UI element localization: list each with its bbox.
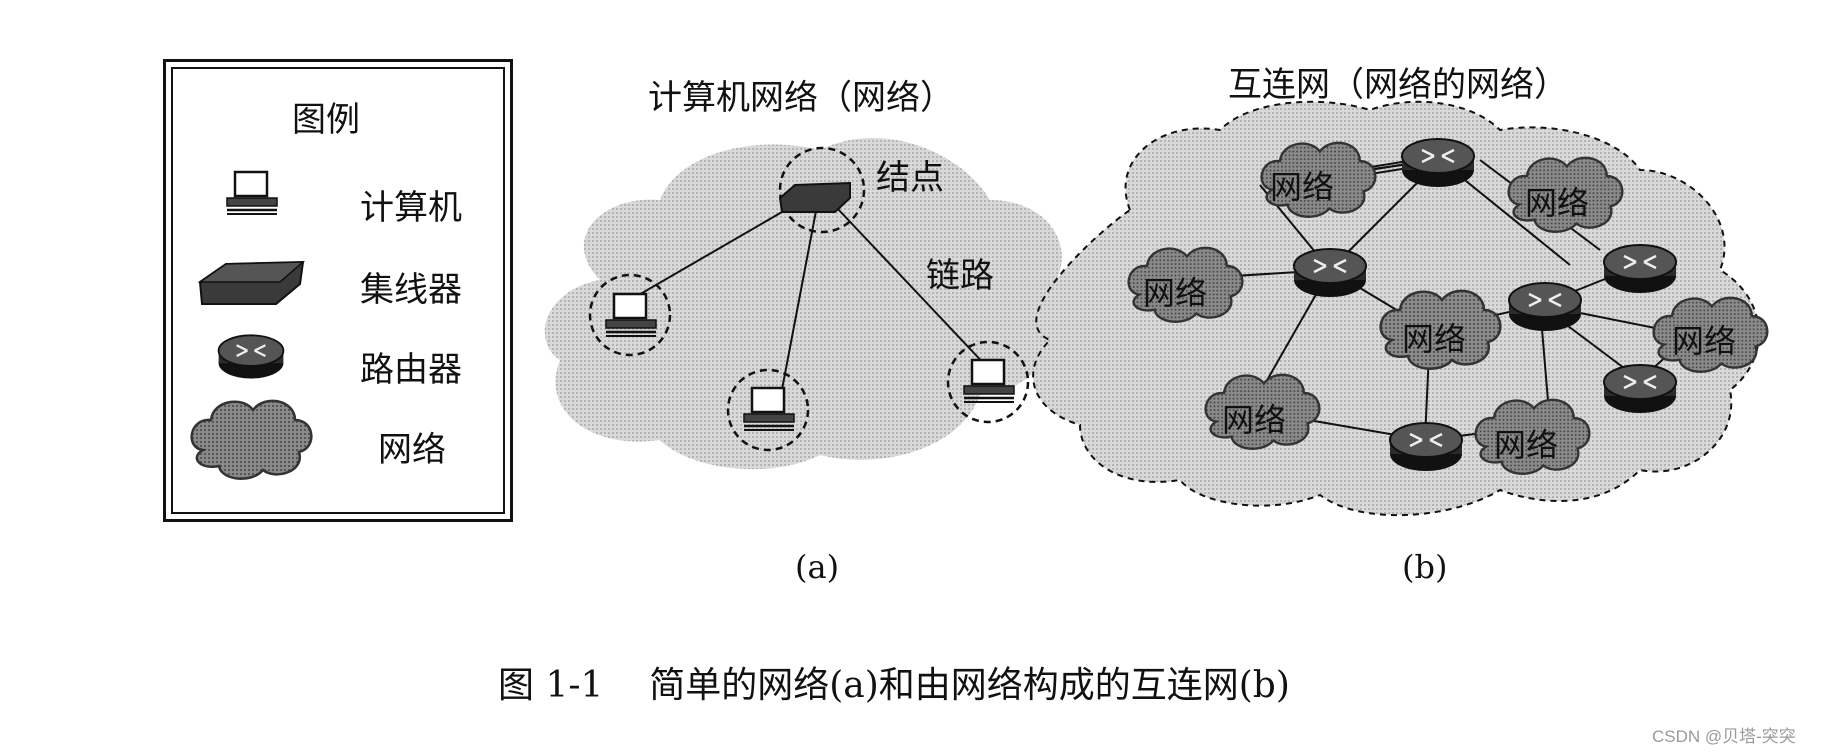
router-b4 [1507,281,1583,333]
watermark: CSDN @贝塔-突突 [1652,727,1796,746]
network-label-b7: 网络 [1494,426,1559,464]
diagram-a-title: 计算机网络（网络） [648,78,954,118]
node-circles-a [588,146,1030,452]
legend-label-router: 路由器 [360,350,462,390]
network-a-cloud [544,138,1062,470]
network-cloud-icon [190,399,313,480]
legend-box [163,59,513,522]
router-b2 [1292,247,1368,299]
network-label-b4: 网络 [1402,320,1467,358]
network-label-b6: 网络 [1222,401,1287,439]
hub-a [778,181,851,213]
network-label-b2: 网络 [1525,184,1590,222]
diagram-b [1032,100,1769,517]
node-label: 结点 [876,158,944,198]
router-b3 [1602,243,1678,295]
network-label-b3: 网络 [1143,274,1208,312]
legend-title: 图例 [292,100,360,140]
figure-caption: 图 1-1 简单的网络(a)和由网络构成的互连网(b) [498,665,1290,706]
legend-label-computer: 计算机 [360,188,462,228]
diagram-b-caption: (b) [1402,548,1448,586]
network-label-b1: 网络 [1270,168,1335,206]
legend-inner-border [171,67,505,514]
diagram-a [544,138,1062,470]
router-b5 [1602,363,1678,415]
legend-label-network: 网络 [378,430,446,470]
diagram-a-caption: (a) [795,548,840,586]
link-label: 链路 [926,256,994,296]
router-icon [217,334,285,380]
network-label-b5: 网络 [1672,322,1737,360]
computer-icon [225,170,279,216]
legend-label-hub: 集线器 [360,270,462,310]
diagram-b-title: 互连网（网络的网络） [1228,65,1568,105]
hub-icon [197,260,306,305]
router-b6 [1388,421,1464,473]
router-b1 [1400,137,1476,189]
